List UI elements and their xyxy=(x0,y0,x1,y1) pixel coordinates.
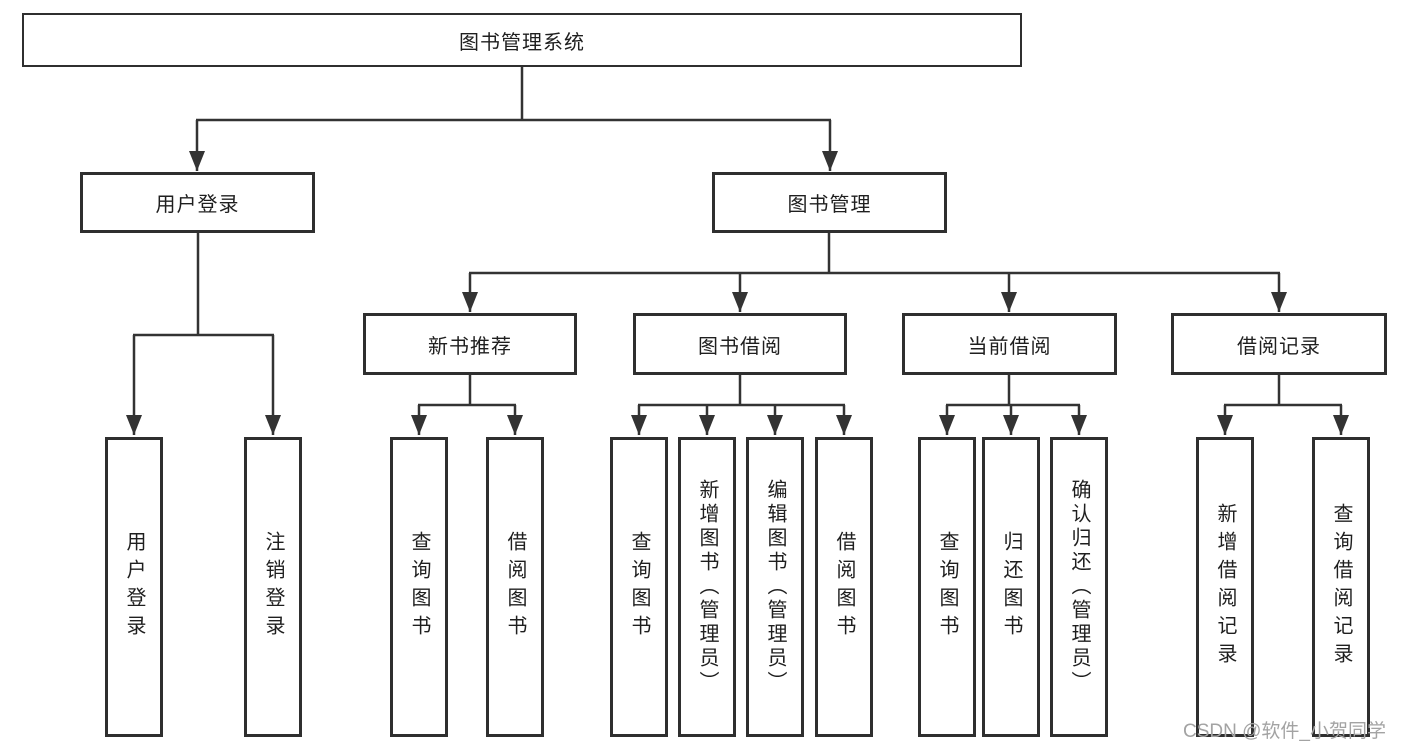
node-label: 图书管理系统 xyxy=(459,31,585,54)
node-label: 图书借阅 xyxy=(698,335,782,358)
leaf-query-books-recommend: 查询图书 xyxy=(390,437,448,737)
leaf-query-borrow-record: 查询借阅记录 xyxy=(1312,437,1370,737)
node-borrowing-records: 借阅记录 xyxy=(1171,313,1387,375)
leaf-logout: 注销登录 xyxy=(244,437,302,737)
leaf-label: 查询图书 xyxy=(628,531,650,643)
node-label: 当前借阅 xyxy=(967,335,1052,358)
leaf-label: 注销登录 xyxy=(262,531,284,643)
leaf-borrow-books-borrowing: 借阅图书 xyxy=(815,437,873,737)
node-user-login: 用户登录 xyxy=(80,172,315,233)
leaf-label: 新增图书（管理员） xyxy=(696,479,718,695)
node-new-book-recommendation: 新书推荐 xyxy=(363,313,577,375)
leaf-label: 新增借阅记录 xyxy=(1214,503,1236,671)
node-library-management-system: 图书管理系统 xyxy=(22,13,1022,67)
leaf-label: 查询借阅记录 xyxy=(1330,503,1352,671)
leaf-confirm-return-admin: 确认归还（管理员） xyxy=(1050,437,1108,737)
leaf-edit-books-admin: 编辑图书（管理员） xyxy=(746,437,804,737)
node-book-borrowing: 图书借阅 xyxy=(633,313,847,375)
node-label: 借阅记录 xyxy=(1237,335,1321,358)
leaf-add-books-admin: 新增图书（管理员） xyxy=(678,437,736,737)
leaf-label: 借阅图书 xyxy=(504,531,526,643)
node-label: 新书推荐 xyxy=(428,335,512,358)
leaf-label: 查询图书 xyxy=(936,531,958,643)
leaf-label: 查询图书 xyxy=(408,531,430,643)
leaf-label: 归还图书 xyxy=(1000,531,1022,643)
leaf-label: 用户登录 xyxy=(123,531,145,643)
leaf-query-books-current: 查询图书 xyxy=(918,437,976,737)
node-label: 图书管理 xyxy=(787,194,872,216)
node-label: 用户登录 xyxy=(155,194,240,216)
leaf-add-borrow-record: 新增借阅记录 xyxy=(1196,437,1254,737)
leaf-user-login: 用户登录 xyxy=(105,437,163,737)
leaf-label: 确认归还（管理员） xyxy=(1068,479,1090,695)
leaf-label: 借阅图书 xyxy=(833,531,855,643)
leaf-return-books: 归还图书 xyxy=(982,437,1040,737)
leaf-borrow-books-recommend: 借阅图书 xyxy=(486,437,544,737)
node-book-management: 图书管理 xyxy=(712,172,947,233)
csdn-watermark: CSDN @软件_小贺同学 xyxy=(1183,721,1386,742)
leaf-query-books-borrowing: 查询图书 xyxy=(610,437,668,737)
leaf-label: 编辑图书（管理员） xyxy=(764,479,786,695)
node-current-borrowing: 当前借阅 xyxy=(902,313,1117,375)
